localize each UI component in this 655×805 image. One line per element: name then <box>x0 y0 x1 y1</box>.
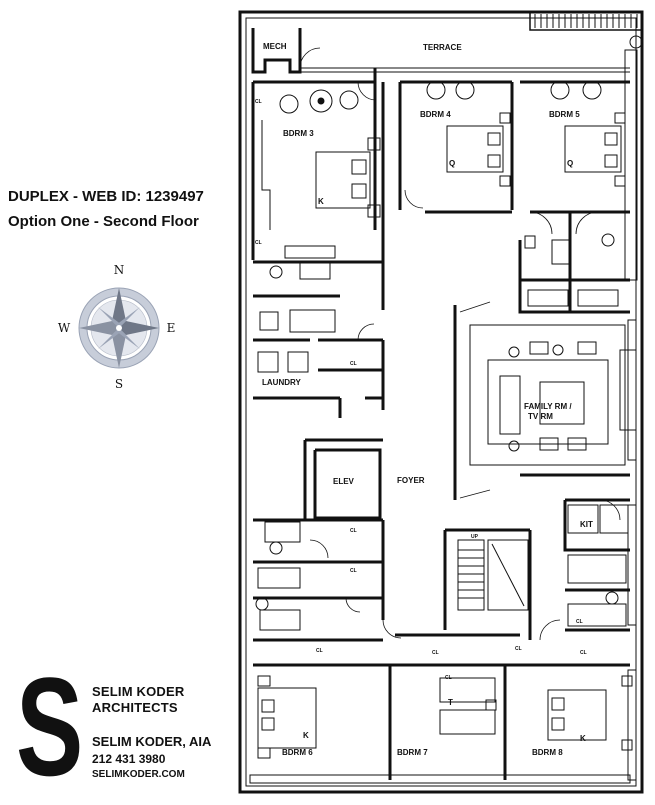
room-label-kit: KIT <box>580 520 593 529</box>
family-room-furniture <box>469 324 637 466</box>
bed-mark-queen: Q <box>449 159 455 168</box>
closet-mark: CL <box>350 361 357 367</box>
room-label-laundry: LAUNDRY <box>262 378 301 387</box>
bedroom-3-furniture <box>261 89 381 230</box>
bathroom-fixtures <box>255 233 627 631</box>
compass-west-label: W <box>58 321 71 335</box>
bed-mark-king: K <box>303 731 309 740</box>
closet-mark: CL <box>316 648 323 654</box>
compass-rose <box>78 287 160 369</box>
room-label-bdrm5: BDRM 5 <box>549 110 580 119</box>
staircase <box>457 539 529 611</box>
bedroom-5-furniture <box>550 80 626 187</box>
room-label-bdrm3: BDRM 3 <box>283 129 314 138</box>
room-label-bdrm4: BDRM 4 <box>420 110 451 119</box>
closet-mark: CL <box>432 650 439 656</box>
room-label-bdrm8: BDRM 8 <box>532 748 563 757</box>
room-label-bdrm7: BDRM 7 <box>397 748 428 757</box>
listing-title: DUPLEX - WEB ID: 1239497 <box>8 188 204 205</box>
room-label-terrace: TERRACE <box>423 43 462 52</box>
bed-mark-queen: Q <box>567 159 573 168</box>
room-label-family-line2: TV RM <box>528 412 553 421</box>
room-label-foyer: FOYER <box>397 476 425 485</box>
door-swings <box>299 47 621 641</box>
room-label-mech: MECH <box>263 42 287 51</box>
terrace-area <box>300 11 643 281</box>
closet-mark: CL <box>515 646 522 652</box>
kitchen-fixtures <box>567 504 629 534</box>
closet-mark: CL <box>576 619 583 625</box>
firm-logo: S <box>16 648 84 805</box>
closet-mark: CL <box>350 568 357 574</box>
firm-name-line1: SELIM KODER <box>92 684 185 699</box>
stair-up-mark: UP <box>471 534 479 540</box>
firm-architect: SELIM KODER, AIA <box>92 734 212 749</box>
bedroom-4-furniture <box>426 80 511 187</box>
firm-website: SELIMKODER.COM <box>92 769 185 780</box>
firm-name-line2: ARCHITECTS <box>92 700 178 715</box>
compass-east-label: E <box>167 321 176 335</box>
room-label-elev: ELEV <box>333 477 355 486</box>
bed-mark-king: K <box>318 197 324 206</box>
room-label-family-line1: FAMILY RM / <box>524 402 572 411</box>
closet-mark: CL <box>580 650 587 656</box>
listing-subtitle: Option One - Second Floor <box>8 213 199 230</box>
closet-mark: CL <box>445 675 452 681</box>
compass-south-label: S <box>115 377 123 391</box>
closet-mark: CL <box>255 99 262 105</box>
windows <box>249 319 637 784</box>
bed-mark-king: K <box>580 734 586 743</box>
closet-mark: CL <box>350 528 357 534</box>
lower-bedroom-furniture <box>257 675 633 759</box>
compass-north-label: N <box>114 263 125 277</box>
bed-mark-twin: T <box>448 698 453 707</box>
firm-phone: 212 431 3980 <box>92 752 166 766</box>
room-label-bdrm6: BDRM 6 <box>282 748 313 757</box>
closet-mark: CL <box>255 240 262 246</box>
interior-walls <box>251 28 630 780</box>
